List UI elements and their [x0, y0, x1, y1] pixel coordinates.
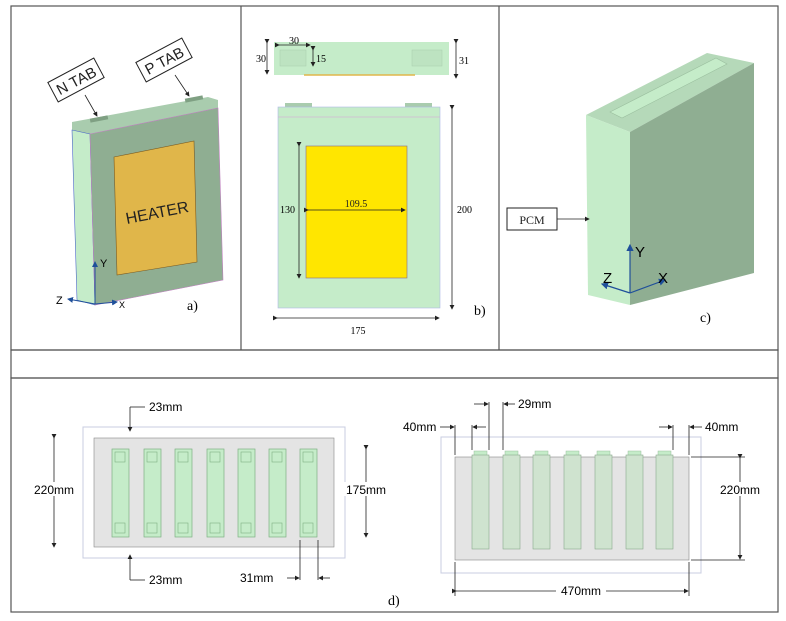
- dim-gap-top: 23mm: [149, 400, 182, 414]
- cell-tab: [114, 451, 126, 463]
- axis-z-label: Z: [56, 295, 63, 307]
- dim-tab-width: 30: [289, 36, 299, 47]
- axis-triad-c: [600, 243, 667, 294]
- panel-c-pcm-block: PCM Y Z X c): [506, 53, 754, 326]
- cell-top-face: [72, 97, 218, 134]
- cell-strip: [594, 454, 613, 550]
- front-view-cells: [471, 450, 674, 550]
- dim-cell-pitch: 31mm: [240, 571, 273, 585]
- cell-strip: [502, 454, 521, 550]
- cell-tab: [209, 522, 221, 534]
- heater: [113, 140, 198, 276]
- n-tab-callout: [47, 57, 105, 103]
- cell-tab: [177, 522, 189, 534]
- cell-strip: [174, 448, 193, 538]
- cell-tab: [209, 451, 221, 463]
- axis-z-label-c: Z: [603, 270, 612, 287]
- cell-tab: [302, 522, 314, 534]
- dim-cell-height: 200: [457, 205, 472, 216]
- p-tab: [184, 95, 204, 103]
- cell-tab: [240, 522, 252, 534]
- panel-d-battery-pack: 220mm 175mm 23mm 23mm 31mm 40mm 29mm 40m…: [30, 397, 764, 609]
- panel-d-label: d): [388, 594, 400, 609]
- cell-tab: [240, 451, 252, 463]
- panel-a-label: a): [187, 299, 198, 314]
- panel-c-label: c): [700, 311, 711, 326]
- dim-thickness-right: 31: [459, 56, 469, 67]
- cell-strip: [299, 448, 318, 538]
- heater-front: [305, 145, 408, 279]
- top-view-cells: [111, 448, 318, 538]
- axis-y-label: Y: [100, 258, 108, 270]
- cell-tab: [146, 522, 158, 534]
- cell-tab: [271, 522, 283, 534]
- figure-frame: [10, 5, 779, 613]
- dim-thickness-left: 30: [256, 54, 266, 65]
- cell-tab: [114, 522, 126, 534]
- axis-x-label-c: X: [658, 270, 668, 287]
- dim-tab-height: 15: [316, 54, 326, 65]
- cell-strip: [206, 448, 225, 538]
- dim-pack-height-front: 220mm: [720, 483, 760, 497]
- panel-b-label: b): [474, 304, 486, 319]
- axis-triad: [67, 261, 118, 306]
- panel-a-battery-cell: HEATER N TAB P TAB Y Z X a): [47, 37, 224, 314]
- pcm-tab-bar: [609, 57, 728, 119]
- n-tab: [89, 115, 109, 123]
- cell-strip: [655, 454, 674, 550]
- axis-x-label: X: [119, 300, 125, 310]
- cell-strip: [237, 448, 256, 538]
- cell-tab: [271, 451, 283, 463]
- p-tab-callout: [135, 37, 193, 83]
- cell-strip: [471, 454, 490, 550]
- pcm-left-face: [586, 115, 630, 305]
- dim-margin-left: 40mm: [403, 420, 436, 434]
- panel-b-dimensions: 30 30 15 31 130 109.5 200 175 b): [256, 36, 486, 337]
- cell-tab: [146, 451, 158, 463]
- cell-tab: [302, 451, 314, 463]
- cell-strip: [143, 448, 162, 538]
- cell-strip: [625, 454, 644, 550]
- cell-strip: [111, 448, 130, 538]
- dim-cell-width: 175: [351, 326, 366, 337]
- dim-heater-width: 109.5: [345, 199, 368, 210]
- cell-strip: [532, 454, 551, 550]
- dim-gap-bottom: 23mm: [149, 573, 182, 587]
- dim-cell-height: 175mm: [346, 483, 386, 497]
- pcm-label: PCM: [519, 213, 545, 227]
- pcm-right-face: [630, 63, 754, 305]
- axis-y-label-c: Y: [635, 244, 645, 261]
- cell-tab: [177, 451, 189, 463]
- dim-heater-height: 130: [280, 205, 295, 216]
- dim-pack-width: 470mm: [561, 584, 601, 598]
- cell-strip: [563, 454, 582, 550]
- dim-cell-spacing: 29mm: [518, 397, 551, 411]
- dim-margin-right: 40mm: [705, 420, 738, 434]
- cell-strip: [268, 448, 287, 538]
- dim-pack-height-top: 220mm: [34, 483, 74, 497]
